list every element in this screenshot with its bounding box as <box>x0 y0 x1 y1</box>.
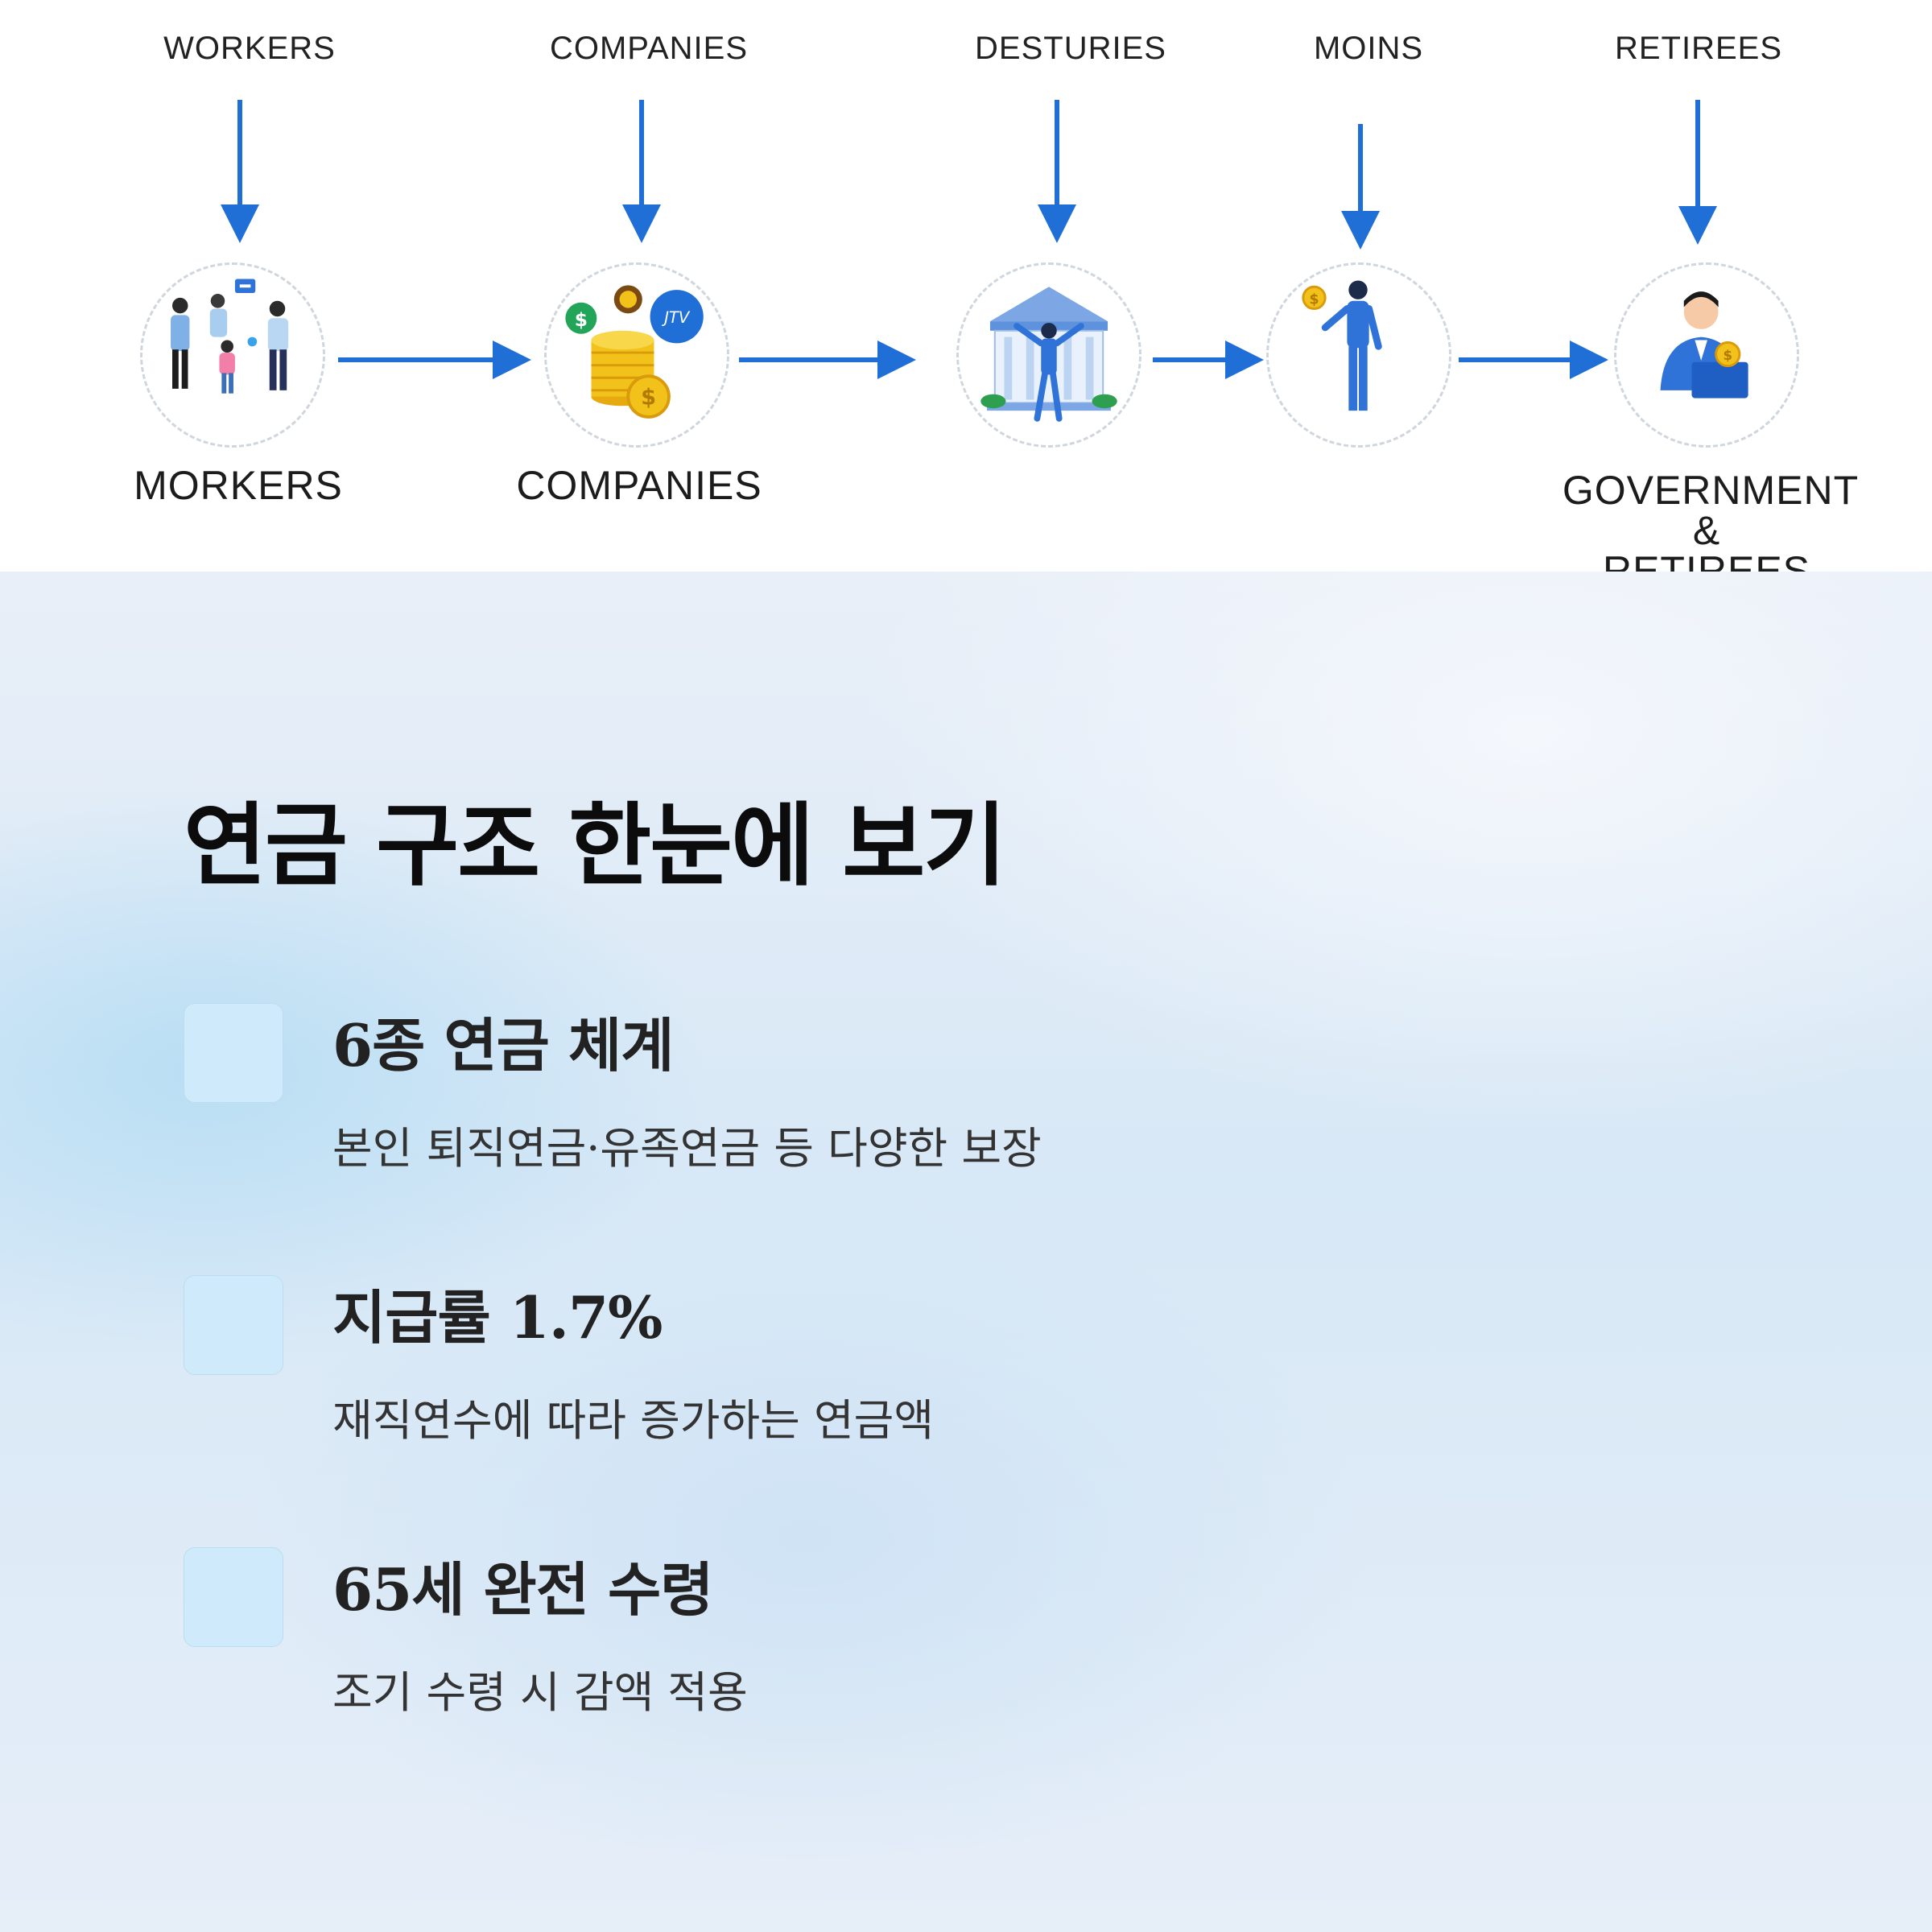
person-coin-icon: $ <box>1266 262 1451 448</box>
page-title: 연금 구조 한눈에 보기 <box>184 794 1006 898</box>
svg-text:$: $ <box>575 308 588 331</box>
feature-checkbox <box>184 1547 283 1647</box>
feature-title: 6종 연금 체계 <box>332 1011 674 1080</box>
top-label-companies: COMPANIES <box>549 31 749 66</box>
feature-checkbox <box>184 1003 283 1103</box>
feature-item: 6종 연금 체계 본인 퇴직연금·유족연금 등 다양한 보장 <box>184 1003 1633 1212</box>
svg-text:$: $ <box>1724 348 1733 363</box>
svg-text:$: $ <box>1309 292 1319 308</box>
coins-icon: $ $ JTV <box>544 262 729 448</box>
bottom-label-retirees: RETIREES <box>1602 548 1811 572</box>
feature-title: 지급률 1.7% <box>332 1283 663 1352</box>
top-label-moins: MOINS <box>1313 31 1424 66</box>
feature-item: 65세 완전 수령 조기 수령 시 감액 적용 <box>184 1547 1633 1757</box>
feature-description: 본인 퇴직연금·유족연금 등 다양한 보장 <box>332 1123 1042 1174</box>
top-label-desturies: DESTURIES <box>975 31 1166 66</box>
bottom-label-companies: COMPANIES <box>516 463 762 508</box>
feature-title: 65세 완전 수령 <box>332 1555 714 1624</box>
bottom-label-government: GOVERNMENT <box>1562 468 1860 513</box>
building-icon <box>956 262 1141 448</box>
feature-item: 지급률 1.7% 재직연수에 따라 증가하는 연금액 <box>184 1275 1633 1484</box>
top-label-retirees: RETIREES <box>1614 31 1783 66</box>
jtv-badge-text: JTV <box>661 308 691 327</box>
bottom-label-ampersand: & <box>1692 508 1721 553</box>
feature-description: 조기 수령 시 감액 적용 <box>332 1667 748 1718</box>
top-label-workers: WORKERS <box>163 31 336 66</box>
feature-description: 재직연수에 따라 증가하는 연금액 <box>332 1395 935 1446</box>
retiree-icon: $ <box>1614 262 1799 448</box>
bottom-label-morkers: MORKERS <box>134 463 343 508</box>
pension-summary-panel: 연금 구조 한눈에 보기 6종 연금 체계 본인 퇴직연금·유족연금 등 다양한… <box>0 572 1932 1932</box>
feature-checkbox <box>184 1275 283 1375</box>
svg-text:$: $ <box>641 385 656 410</box>
pension-flow-diagram: WORKERS COMPANIES DESTURIES MOINS RETIRE… <box>0 0 1932 572</box>
flow-arrows <box>221 100 1717 379</box>
people-icon <box>140 262 325 448</box>
